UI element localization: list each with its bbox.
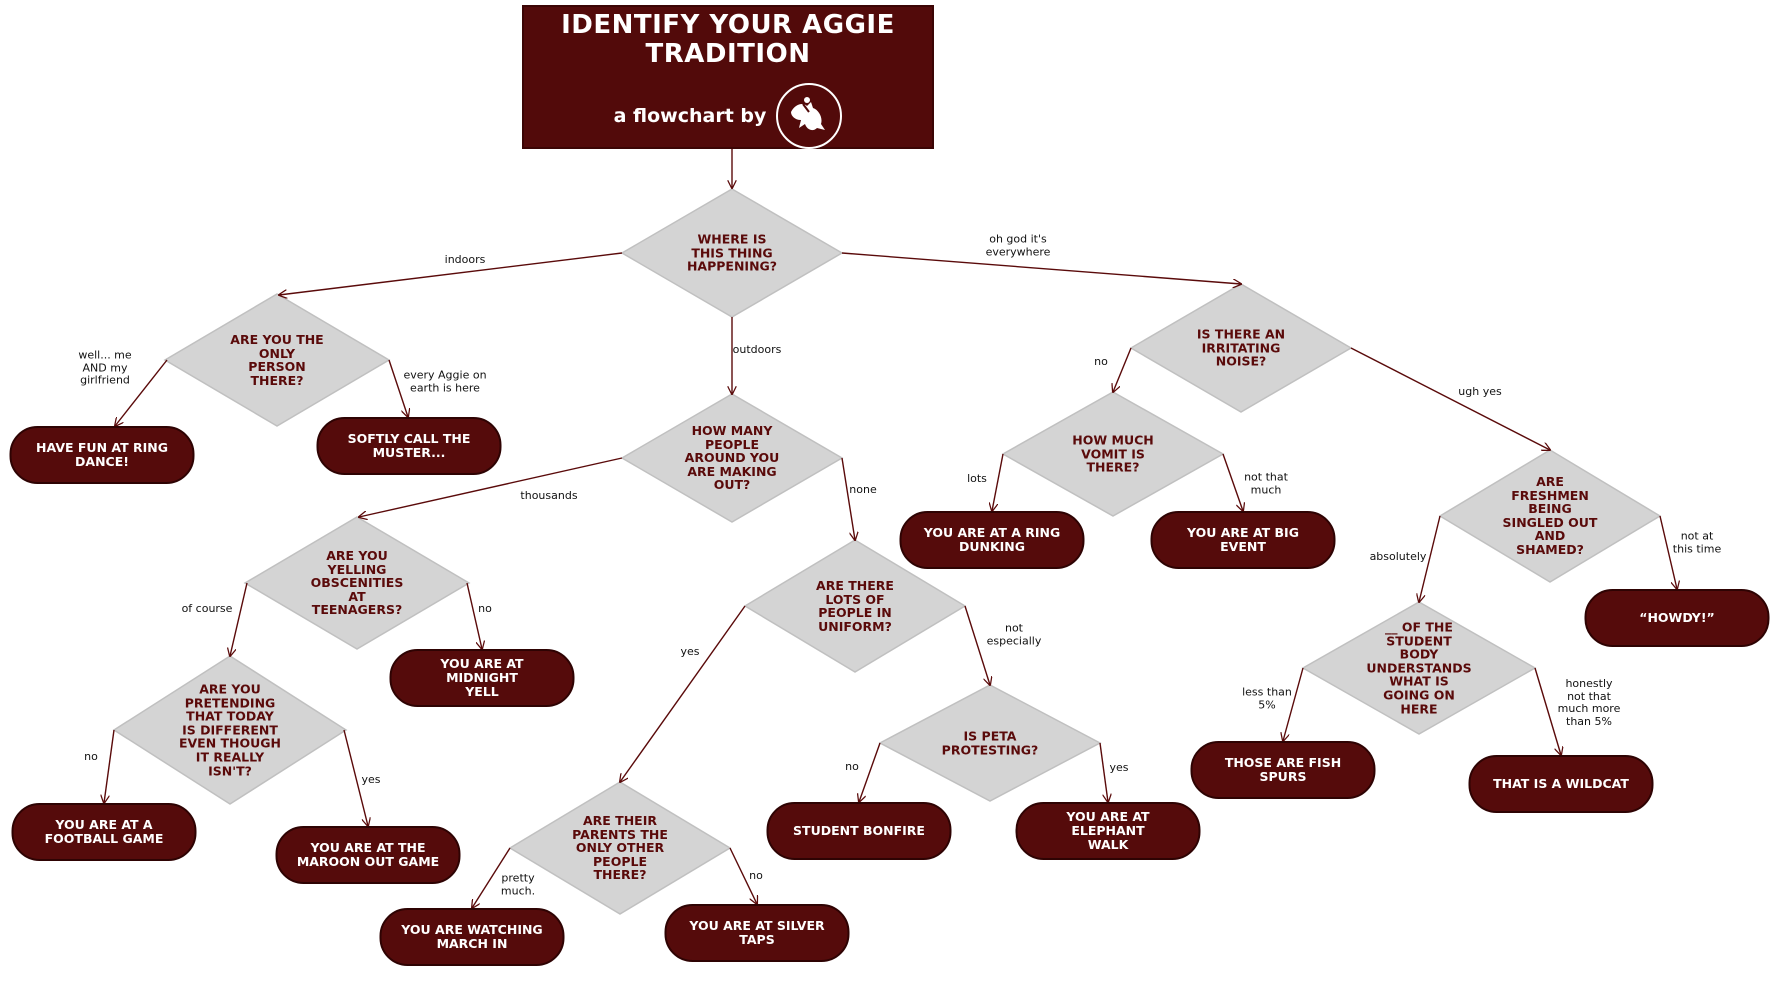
arrow-freshmen-to-howdy <box>1659 515 1677 589</box>
outcome-football-game: YOU ARE AT A FOOTBALL GAME <box>11 803 197 861</box>
question-diamond-pretending <box>112 655 348 805</box>
edge-label-thousands: thousands <box>520 488 578 502</box>
arrow-only-person-to-ring-dance <box>115 359 168 426</box>
arrow-noise-to-vomit <box>1113 347 1132 392</box>
question-yelling-text: ARE YOU YELLING OBSCENITIES AT TEENAGERS… <box>310 548 404 618</box>
edge-label-less-than: less than 5% <box>1242 685 1292 711</box>
question-diamond-peta <box>878 684 1102 802</box>
edge-label-not-at-this-time: not at this time <box>1672 529 1722 555</box>
arrow-where-to-only-person <box>279 252 623 295</box>
question-noise-text: IS THERE AN IRRITATING NOISE? <box>1196 326 1286 369</box>
question-where-text: WHERE IS THIS THING HAPPENING? <box>686 231 778 274</box>
arrow-uniform-to-peta <box>964 605 990 685</box>
outcome-ring-dance: HAVE FUN AT RING DANCE! <box>9 426 195 484</box>
outcome-silver-taps: YOU ARE AT SILVER TAPS <box>664 904 850 962</box>
outcome-howdy: “HOWDY!” <box>1584 589 1770 647</box>
arrow-peta-to-elephant-walk <box>1099 742 1108 802</box>
arrow-student-body-to-wildcat <box>1534 667 1561 755</box>
arrow-noise-to-freshmen <box>1350 347 1550 450</box>
title-box: IDENTIFY YOUR AGGIE TRADITION a flowchar… <box>522 5 934 149</box>
outcome-fish-spurs: THOSE ARE FISH SPURS <box>1190 741 1376 799</box>
edge-label-parents-no: no <box>749 868 763 882</box>
edge-label-absolutely: absolutely <box>1369 549 1427 563</box>
question-parents-text: ARE THEIR PARENTS THE ONLY OTHER PEOPLE … <box>572 813 668 883</box>
edge-label-lots: lots <box>967 471 987 485</box>
arrow-parents-to-march-in <box>472 847 511 908</box>
edge-label-honestly: honestly not that much more than 5% <box>1557 677 1621 728</box>
edge-label-peta-yes: yes <box>1109 760 1129 774</box>
edge-label-not-that-much: not that much <box>1244 470 1288 496</box>
arrow-where-to-noise <box>841 252 1241 284</box>
horse-rider-logo-icon <box>776 83 843 149</box>
title-subtitle-row: a flowchart by <box>524 83 932 149</box>
arrow-freshmen-to-student-body <box>1419 515 1441 602</box>
outcome-maroon-out: YOU ARE AT THE MAROON OUT GAME <box>275 826 461 884</box>
arrow-parents-to-silver-taps <box>729 847 757 904</box>
edge-label-ugh-yes: ugh yes <box>1458 384 1502 398</box>
outcome-elephant-walk: YOU ARE AT ELEPHANT WALK <box>1015 802 1201 860</box>
outcome-muster: SOFTLY CALL THE MUSTER... <box>316 417 502 475</box>
arrow-how-many-to-yelling <box>359 457 623 517</box>
outcome-march-in: YOU ARE WATCHING MARCH IN <box>379 908 565 966</box>
question-diamond-student-body <box>1301 601 1537 735</box>
arrow-vomit-to-big-event <box>1222 453 1243 511</box>
outcome-ring-dunking: YOU ARE AT A RING DUNKING <box>899 511 1085 569</box>
question-student-body-text: __ OF THE STUDENT BODY UNDERSTANDS WHAT … <box>1366 619 1472 716</box>
arrow-only-person-to-muster <box>388 359 408 417</box>
question-pretending-text: ARE YOU PRETENDING THAT TODAY IS DIFFERE… <box>178 681 282 778</box>
question-diamond-freshmen <box>1438 449 1662 583</box>
arrow-pretending-to-football-game <box>104 729 115 803</box>
outcome-bonfire: STUDENT BONFIRE <box>766 802 952 860</box>
question-diamond-parents <box>508 781 732 915</box>
arrow-student-body-to-fish-spurs <box>1283 667 1304 741</box>
page-title: IDENTIFY YOUR AGGIE TRADITION <box>561 10 895 69</box>
edge-label-not-especially: not especially <box>986 621 1042 647</box>
question-vomit-text: HOW MUCH VOMIT IS THERE? <box>1072 432 1154 475</box>
edge-label-indoors: indoors <box>444 252 486 266</box>
question-diamond-yelling <box>243 516 471 650</box>
question-diamond-only-person <box>163 293 391 427</box>
arrow-uniform-to-parents <box>620 605 746 782</box>
question-freshmen-text: ARE FRESHMEN BEING SINGLED OUT AND SHAME… <box>1502 474 1598 558</box>
arrow-peta-to-bonfire <box>859 742 881 802</box>
edge-label-everywhere: oh god it's everywhere <box>985 232 1051 258</box>
outcome-wildcat: THAT IS A WILDCAT <box>1468 755 1654 813</box>
edge-label-pretend-yes: yes <box>361 772 381 786</box>
arrow-pretending-to-maroon-out <box>343 729 368 826</box>
edge-label-pretend-no: no <box>84 749 98 763</box>
outcome-big-event: YOU ARE AT BIG EVENT <box>1150 511 1336 569</box>
edge-label-pretty-much: pretty much. <box>500 871 536 897</box>
arrow-how-many-to-uniform <box>841 457 855 540</box>
edge-label-girlfriend: well... me AND my girlfriend <box>78 348 132 387</box>
arrow-yelling-to-midnight-yell <box>466 582 482 649</box>
question-only-person-text: ARE YOU THE ONLY PERSON THERE? <box>230 331 324 388</box>
edge-label-peta-no: no <box>845 759 859 773</box>
edge-label-none: none <box>849 482 877 496</box>
edge-label-every-aggie: every Aggie on earth is here <box>403 368 487 394</box>
title-subtitle: a flowchart by <box>613 105 767 127</box>
question-diamond-vomit <box>1001 391 1225 517</box>
arrow-yelling-to-pretending <box>230 582 248 656</box>
edge-label-noise-no: no <box>1094 354 1108 368</box>
question-diamond-noise <box>1129 283 1353 413</box>
edge-label-outdoors: outdoors <box>732 342 782 356</box>
edge-label-yell-no: no <box>478 601 492 615</box>
question-uniform-text: ARE THERE LOTS OF PEOPLE IN UNIFORM? <box>816 577 894 634</box>
question-peta-text: IS PETA PROTESTING? <box>941 728 1039 757</box>
edge-label-of-course: of course <box>181 601 233 615</box>
edge-label-uniform-yes: yes <box>680 644 700 658</box>
outcome-midnight-yell: YOU ARE AT MIDNIGHT YELL <box>389 649 575 707</box>
question-diamond-how-many <box>620 393 844 523</box>
question-how-many-text: HOW MANY PEOPLE AROUND YOU ARE MAKING OU… <box>684 423 780 493</box>
arrow-vomit-to-ring-dunking <box>992 453 1004 511</box>
question-diamond-uniform <box>743 539 967 673</box>
